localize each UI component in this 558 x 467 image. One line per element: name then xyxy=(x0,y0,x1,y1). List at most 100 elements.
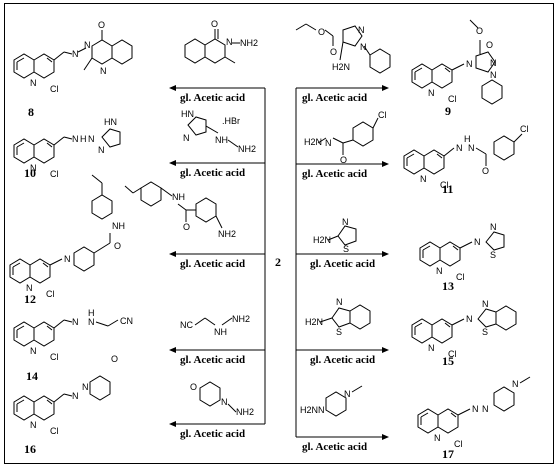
svg-text:N: N xyxy=(360,42,367,52)
condition-12: gl. Acetic acid xyxy=(180,258,245,270)
product-17-number: 17 xyxy=(442,447,454,461)
svg-text:N: N xyxy=(490,70,497,80)
svg-text:O: O xyxy=(211,19,218,29)
svg-text:H2N: H2N xyxy=(305,317,323,327)
svg-text:N: N xyxy=(72,49,79,59)
product-14: N Cl N H N CN xyxy=(13,308,133,362)
svg-text:N: N xyxy=(226,37,233,47)
svg-text:Cl: Cl xyxy=(454,439,463,449)
svg-text:N: N xyxy=(325,138,332,148)
svg-text:N: N xyxy=(472,404,479,414)
reagent-aminobenzamide: NH O NH2 xyxy=(124,181,236,239)
product-15: N Cl N N S xyxy=(411,299,517,359)
svg-text:O: O xyxy=(476,26,483,36)
svg-text:Cl: Cl xyxy=(448,349,457,359)
condition-14: gl. Acetic acid xyxy=(180,354,245,366)
svg-text:NH: NH xyxy=(215,135,228,145)
svg-text:O: O xyxy=(482,166,489,176)
condition-8: gl. Acetic acid xyxy=(180,92,245,104)
svg-text:N: N xyxy=(428,88,435,98)
svg-text:N: N xyxy=(100,66,107,76)
svg-text:N: N xyxy=(474,237,481,247)
svg-text:S: S xyxy=(490,250,496,260)
svg-text:N: N xyxy=(26,283,33,293)
reagent-chlorobenzohydrazide: H2N N O Cl xyxy=(304,110,387,165)
product-14-number: 14 xyxy=(26,369,38,383)
svg-text:N: N xyxy=(98,145,105,155)
svg-text:N: N xyxy=(30,420,37,430)
svg-text:Cl: Cl xyxy=(50,352,59,362)
svg-text:H2N: H2N xyxy=(300,405,318,415)
central-compound-number: 2 xyxy=(275,255,281,269)
product-17: N Cl N N N xyxy=(417,376,531,449)
svg-text:NH2: NH2 xyxy=(238,144,256,154)
svg-text:N: N xyxy=(336,297,343,307)
svg-text:N: N xyxy=(482,404,489,414)
product-16: N Cl N N O xyxy=(13,354,118,436)
svg-text:O: O xyxy=(486,40,493,50)
reagent-aminoquinazolinone: O N NH2 xyxy=(184,19,258,64)
svg-text:O: O xyxy=(318,27,325,37)
svg-text:NH: NH xyxy=(214,327,227,337)
svg-text:Cl: Cl xyxy=(448,94,457,104)
scheme-frame xyxy=(4,3,554,464)
product-9: N Cl N N N O O xyxy=(411,19,503,105)
product-12: N Cl N O NH xyxy=(9,174,125,299)
svg-text:HN: HN xyxy=(104,117,117,127)
svg-text:H2N: H2N xyxy=(313,235,331,245)
condition-15: gl. Acetic acid xyxy=(310,354,375,366)
svg-text:N: N xyxy=(88,317,95,327)
svg-text:N: N xyxy=(221,397,228,407)
svg-text:N: N xyxy=(72,134,79,144)
svg-text:N: N xyxy=(434,433,441,443)
svg-text:N: N xyxy=(466,314,473,324)
condition-9: gl. Acetic acid xyxy=(302,92,367,104)
svg-text:NH2: NH2 xyxy=(240,38,258,48)
svg-text:Cl: Cl xyxy=(50,426,59,436)
svg-text:N: N xyxy=(344,389,351,399)
condition-17: gl. Acetic acid xyxy=(302,441,367,453)
svg-text:H2N: H2N xyxy=(304,137,322,147)
svg-text:N: N xyxy=(72,391,79,401)
product-11: N Cl N H N O Cl xyxy=(403,124,529,190)
svg-text:NC: NC xyxy=(180,320,193,330)
svg-text:N: N xyxy=(342,217,349,227)
svg-text:H: H xyxy=(88,308,95,318)
svg-text:N: N xyxy=(64,254,71,264)
svg-text:N: N xyxy=(490,222,497,232)
svg-text:N: N xyxy=(428,343,435,353)
svg-text:O: O xyxy=(114,241,121,251)
product-10-number: 10 xyxy=(24,166,36,180)
svg-text:N: N xyxy=(88,134,95,144)
svg-text:Cl: Cl xyxy=(456,272,465,282)
reagent-aminomethylpiperazine: H2N N N xyxy=(300,385,363,417)
svg-text:HN: HN xyxy=(181,109,194,119)
reagent-aminomorpholine: O N NH2 xyxy=(190,381,254,417)
svg-text:O: O xyxy=(340,155,347,165)
product-8-number: 8 xyxy=(28,105,34,119)
svg-text:Cl: Cl xyxy=(378,110,387,120)
svg-text:N: N xyxy=(72,317,79,327)
svg-text:N: N xyxy=(84,40,91,50)
svg-text:O: O xyxy=(183,222,190,232)
svg-text:O: O xyxy=(111,354,118,364)
svg-text:NH2: NH2 xyxy=(236,407,254,417)
svg-text:N: N xyxy=(30,346,37,356)
product-9-number: 9 xyxy=(445,104,451,118)
svg-text:CN: CN xyxy=(120,316,133,326)
svg-text:Cl: Cl xyxy=(50,169,59,179)
svg-text:N: N xyxy=(30,78,37,88)
svg-text:NH: NH xyxy=(172,192,185,202)
svg-text:.HBr: .HBr xyxy=(222,116,240,126)
svg-text:S: S xyxy=(336,327,342,337)
svg-text:N: N xyxy=(512,379,519,389)
product-12-number: 12 xyxy=(24,292,36,306)
reagent-aminopyrazole: O O N N H2N xyxy=(295,23,391,74)
product-13: N Cl N N S xyxy=(419,222,505,282)
reagent-aminobenzothiazole: H2N N S xyxy=(305,297,371,337)
reagent-aminothiazole: H2N N S xyxy=(313,217,357,254)
svg-text:N: N xyxy=(420,174,427,184)
svg-text:NH2: NH2 xyxy=(218,229,236,239)
svg-text:Cl: Cl xyxy=(440,180,449,190)
svg-text:N: N xyxy=(436,266,443,276)
